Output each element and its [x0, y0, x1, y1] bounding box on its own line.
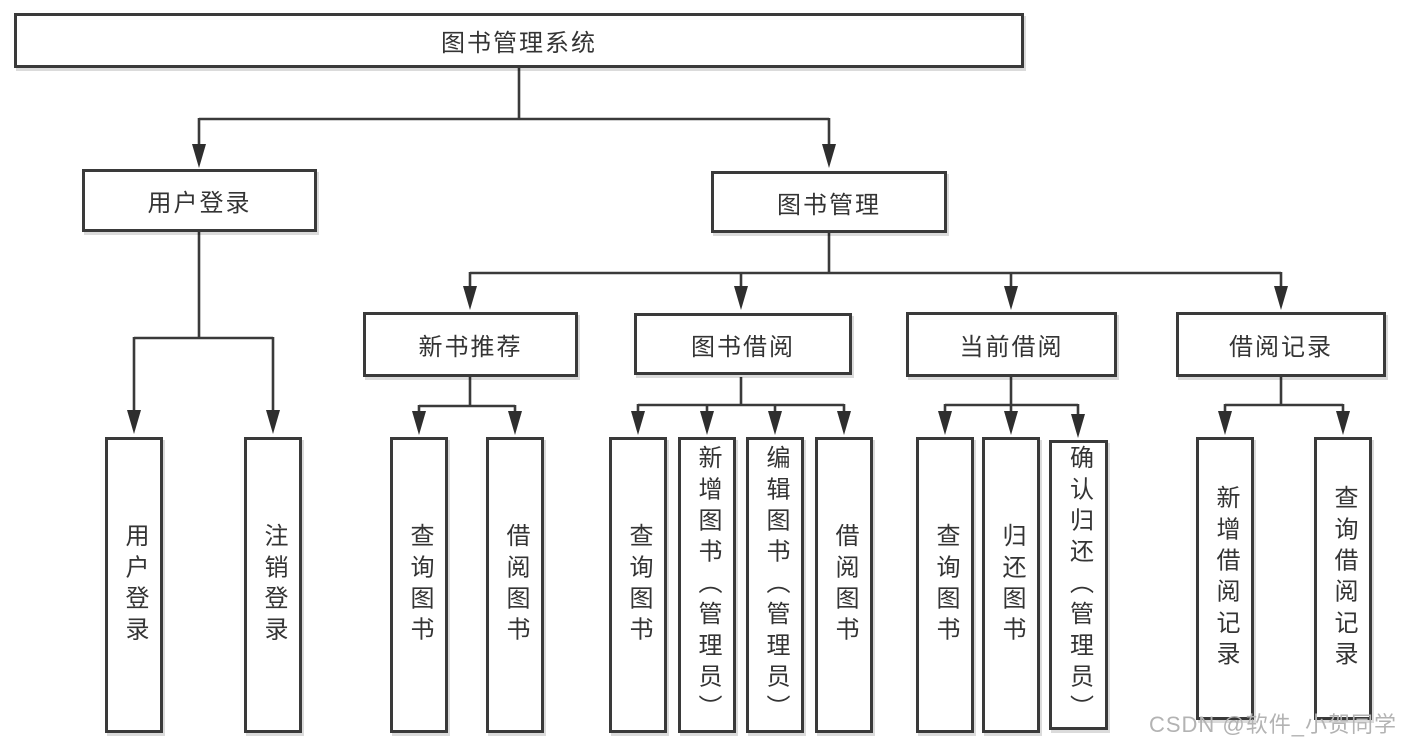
leaf-return-books-label: 归还图书: [998, 522, 1025, 648]
leaf-query-books-1: 查询图书: [390, 437, 448, 733]
leaf-edit-book-admin-label: 编辑图书（管理员）: [762, 444, 789, 726]
leaf-query-books-1-label: 查询图书: [406, 522, 433, 648]
leaf-logout: 注销登录: [244, 437, 302, 733]
group-current-borrowing: 当前借阅: [906, 312, 1117, 377]
group-new-book-recommendation: 新书推荐: [363, 312, 578, 377]
leaf-add-book-admin-label: 新增图书（管理员）: [694, 444, 721, 726]
branch-book-management: 图书管理: [711, 171, 947, 233]
group-borrowing-records: 借阅记录: [1176, 312, 1386, 377]
leaf-add-borrow-record: 新增借阅记录: [1196, 437, 1254, 720]
leaf-user-login: 用户登录: [105, 437, 163, 733]
group-book-borrowing: 图书借阅: [634, 313, 852, 375]
node-root-label: 图书管理系统: [441, 30, 597, 57]
leaf-query-books-2: 查询图书: [609, 437, 667, 733]
leaf-edit-book-admin: 编辑图书（管理员）: [746, 437, 804, 733]
group-current-borrowing-label: 当前借阅: [959, 334, 1064, 361]
leaf-confirm-return-admin: 确认归还（管理员）: [1049, 440, 1108, 730]
leaf-borrow-books-1-label: 借阅图书: [502, 522, 529, 648]
leaf-user-login-label: 用户登录: [121, 522, 148, 648]
leaf-borrow-books-2-label: 借阅图书: [831, 522, 858, 648]
branch-user-login: 用户登录: [82, 169, 317, 232]
leaf-borrow-books-2: 借阅图书: [815, 437, 873, 733]
leaf-add-book-admin: 新增图书（管理员）: [678, 437, 736, 733]
leaf-query-borrow-record-label: 查询借阅记录: [1330, 484, 1357, 673]
arrowheads: [127, 144, 1350, 438]
node-root: 图书管理系统: [14, 13, 1024, 68]
group-new-book-recommendation-label: 新书推荐: [418, 334, 523, 361]
leaf-query-books-3-label: 查询图书: [932, 522, 959, 648]
leaf-return-books: 归还图书: [982, 437, 1040, 733]
leaf-add-borrow-record-label: 新增借阅记录: [1212, 484, 1239, 673]
leaf-logout-label: 注销登录: [260, 522, 287, 648]
leaf-query-books-2-label: 查询图书: [625, 522, 652, 648]
leaf-borrow-books-1: 借阅图书: [486, 437, 544, 733]
group-borrowing-records-label: 借阅记录: [1229, 334, 1333, 361]
group-book-borrowing-label: 图书借阅: [691, 333, 795, 361]
branch-user-login-label: 用户登录: [147, 190, 252, 217]
branch-book-management-label: 图书管理: [777, 191, 881, 219]
leaf-confirm-return-admin-label: 确认归还（管理员）: [1065, 444, 1093, 726]
leaf-query-borrow-record: 查询借阅记录: [1314, 437, 1372, 720]
leaf-query-books-3: 查询图书: [916, 437, 974, 733]
